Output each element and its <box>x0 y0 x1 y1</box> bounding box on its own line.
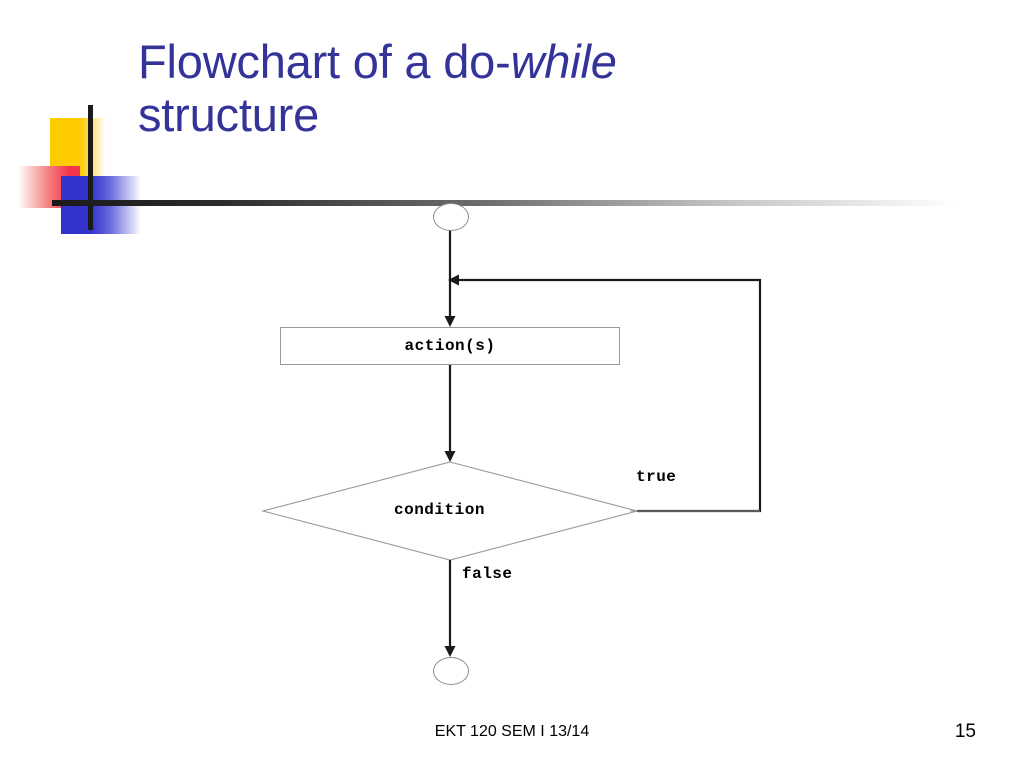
page-title-italic: while <box>510 35 617 88</box>
decor-horizontal-rule <box>52 200 957 206</box>
action-label: action(s) <box>404 337 496 355</box>
arrowhead-into-condition <box>444 451 456 462</box>
flowchart-start-node <box>433 203 469 231</box>
flowchart-end-node <box>433 657 469 685</box>
page-title-line2: structure <box>138 87 320 141</box>
footer-course-label: EKT 120 SEM I 13/14 <box>434 723 590 740</box>
flowchart-action-box: action(s) <box>280 327 620 365</box>
false-branch-label: false <box>462 565 513 583</box>
decor-vertical-rule <box>88 105 93 230</box>
arrowhead-into-end <box>444 646 456 657</box>
condition-label: condition <box>394 501 485 519</box>
page-title: Flowchart of a do-while structure <box>138 35 958 141</box>
page-title-main: Flowchart of a do- <box>138 35 511 88</box>
arrowhead-loopback <box>448 274 459 286</box>
arrowhead-into-action <box>444 316 456 327</box>
true-branch-label: true <box>636 468 677 486</box>
footer-page-number: 15 <box>954 721 976 742</box>
